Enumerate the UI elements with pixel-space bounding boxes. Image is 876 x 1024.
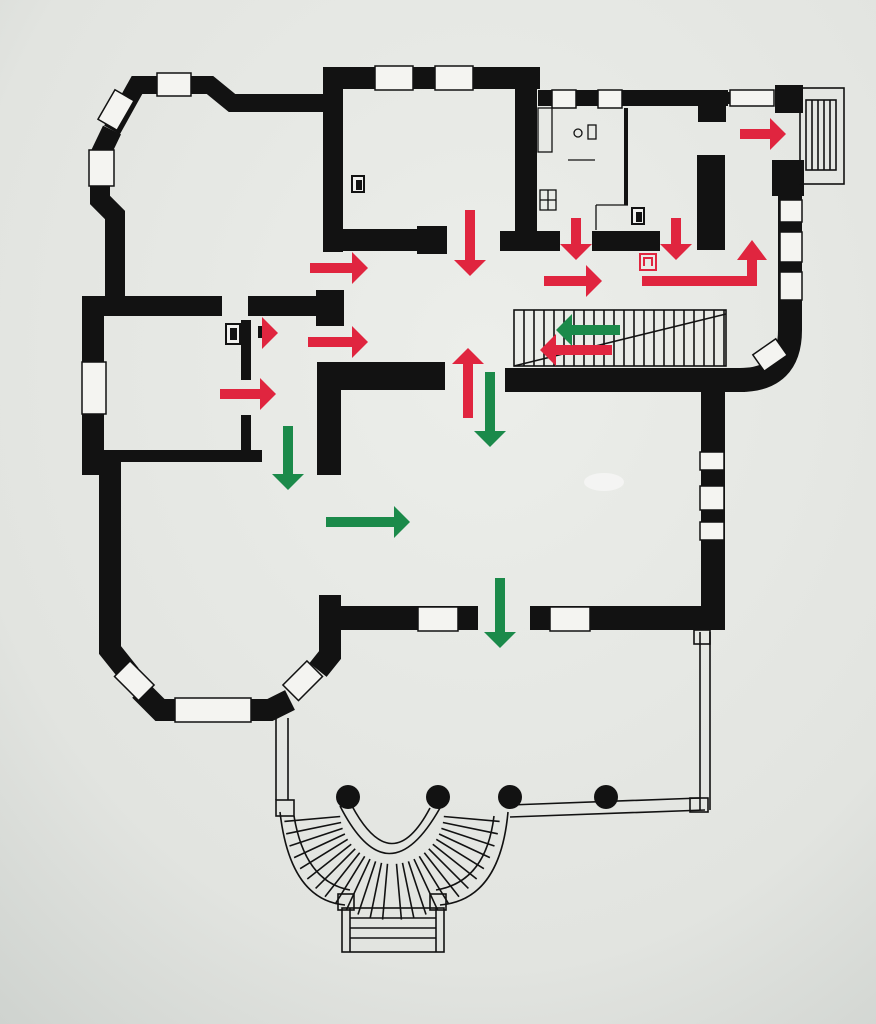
fixture-toilet — [573, 128, 583, 138]
wall-stub-1 — [417, 226, 447, 254]
arrow-icon — [308, 326, 368, 358]
window — [597, 89, 623, 109]
stove-icon — [225, 323, 241, 345]
arrow-icon — [642, 240, 767, 286]
window — [699, 451, 725, 471]
arrow-icon — [452, 348, 484, 418]
arrow-icon — [544, 265, 602, 297]
arrow-icon — [454, 210, 486, 276]
paper-stain — [584, 473, 624, 491]
curved-stair-tread — [443, 815, 500, 823]
arrow-icon — [540, 334, 612, 366]
window — [434, 65, 474, 91]
curved-steps-outer-right — [439, 811, 509, 906]
wall-right-corridor — [739, 195, 802, 392]
curved-stair-tread — [306, 843, 352, 880]
curved-stair-tread — [418, 855, 450, 905]
window — [417, 606, 459, 632]
central-arc-outer — [339, 805, 441, 855]
wall-left-upper — [90, 125, 125, 305]
wall-stub-2 — [316, 290, 344, 326]
window — [751, 337, 789, 373]
fixture-closet — [537, 107, 553, 153]
curved-stair-tread — [315, 848, 356, 889]
front-steps — [341, 907, 445, 953]
window — [779, 231, 803, 263]
window — [729, 89, 775, 107]
curved-stair-tread — [441, 827, 495, 847]
window — [699, 521, 725, 541]
terrace — [275, 629, 711, 953]
heater-icon — [639, 253, 657, 271]
curved-stair-tread — [428, 848, 469, 889]
window — [96, 88, 136, 132]
curved-steps-outer — [279, 811, 346, 906]
window — [88, 149, 115, 187]
curved-steps-inner-right — [435, 815, 495, 891]
column-icon — [594, 785, 618, 809]
arrow-icon — [272, 426, 304, 490]
curved-stair-tread — [357, 861, 377, 915]
wall-stub-4 — [775, 85, 803, 113]
fixtures — [537, 107, 628, 230]
window — [551, 89, 577, 109]
curved-stair-tread — [438, 833, 491, 859]
curved-stair-tread — [345, 858, 371, 911]
curved-stair-tread — [293, 833, 346, 859]
central-arc-inner — [351, 805, 431, 845]
arrow-icon — [560, 218, 592, 260]
window — [156, 72, 192, 97]
arrow-icon — [740, 118, 786, 150]
windows — [81, 65, 803, 723]
window — [699, 485, 725, 511]
window — [113, 659, 156, 702]
arrow-icon — [262, 317, 278, 349]
fixture-sink — [587, 124, 597, 140]
columns — [336, 785, 618, 809]
arrow-icon — [660, 218, 692, 260]
side-entrance-steps — [799, 87, 845, 185]
stove-icon — [631, 207, 645, 225]
arrow-icon — [326, 506, 410, 538]
window — [779, 271, 803, 301]
curved-stair-tread — [284, 815, 341, 823]
window — [549, 606, 591, 632]
stove-icon — [351, 175, 365, 193]
window — [779, 199, 803, 223]
curved-stair-tread — [395, 863, 403, 920]
window — [174, 697, 252, 723]
column-icon — [336, 785, 360, 809]
arrow-icon — [474, 372, 506, 447]
curved-stair-tread — [324, 852, 361, 898]
curved-stair-tread — [286, 821, 342, 835]
terrace-outline — [275, 632, 711, 818]
arrow-icon — [220, 378, 276, 410]
curved-stair-tread — [432, 843, 478, 880]
window — [81, 361, 107, 415]
curved-stair-tread — [413, 858, 439, 911]
curved-stair-tread — [407, 861, 427, 915]
curved-stair-tread — [289, 827, 343, 847]
column-icon — [426, 785, 450, 809]
curved-steps-inner — [293, 815, 351, 891]
column-icon — [498, 785, 522, 809]
window — [374, 65, 414, 91]
wall-bath-right — [697, 95, 726, 250]
arrow-icon — [556, 314, 620, 346]
curved-stair-tread — [381, 863, 389, 920]
arrow-icon — [484, 578, 516, 648]
wall-stub-3 — [772, 160, 804, 196]
window — [281, 659, 324, 702]
curved-stair-tread — [423, 852, 460, 898]
curved-stair-tread — [334, 855, 366, 905]
arrow-icon — [310, 252, 368, 284]
curved-stair-tread — [442, 821, 498, 835]
curved-stair-tread — [299, 838, 349, 870]
arrows — [220, 118, 786, 648]
curved-stair-tread — [435, 838, 485, 870]
